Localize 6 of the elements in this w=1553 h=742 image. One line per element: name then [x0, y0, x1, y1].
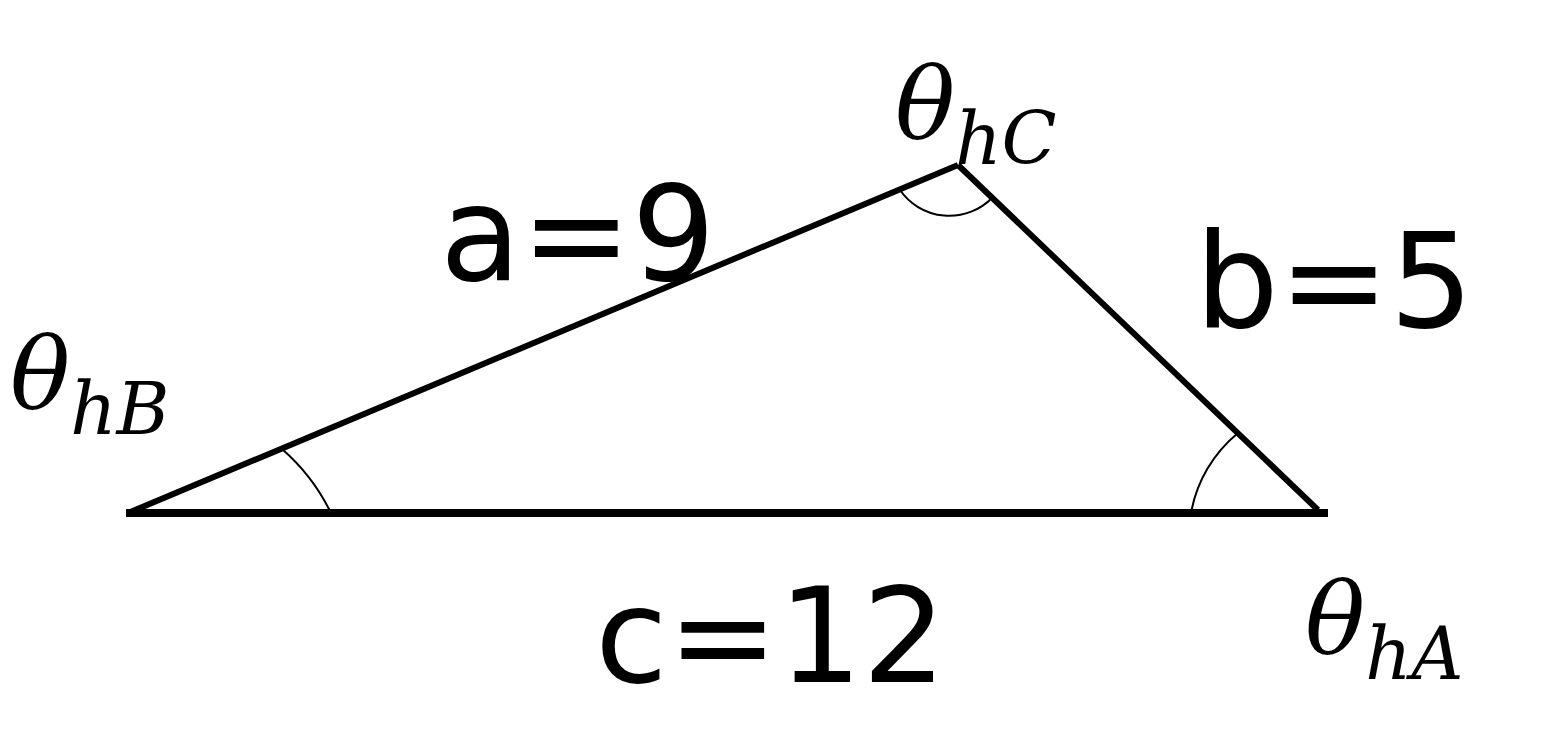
angle-label: θ$_{hC}$ — [895, 55, 1057, 176]
side-length-label: c=12 — [595, 570, 947, 702]
side-length-label: b=5 — [1195, 215, 1474, 347]
side-length-label: a=9 — [440, 168, 716, 300]
angle-label: θ$_{hA}$ — [1305, 570, 1464, 691]
angle-label: θ$_{hB}$ — [10, 325, 170, 446]
